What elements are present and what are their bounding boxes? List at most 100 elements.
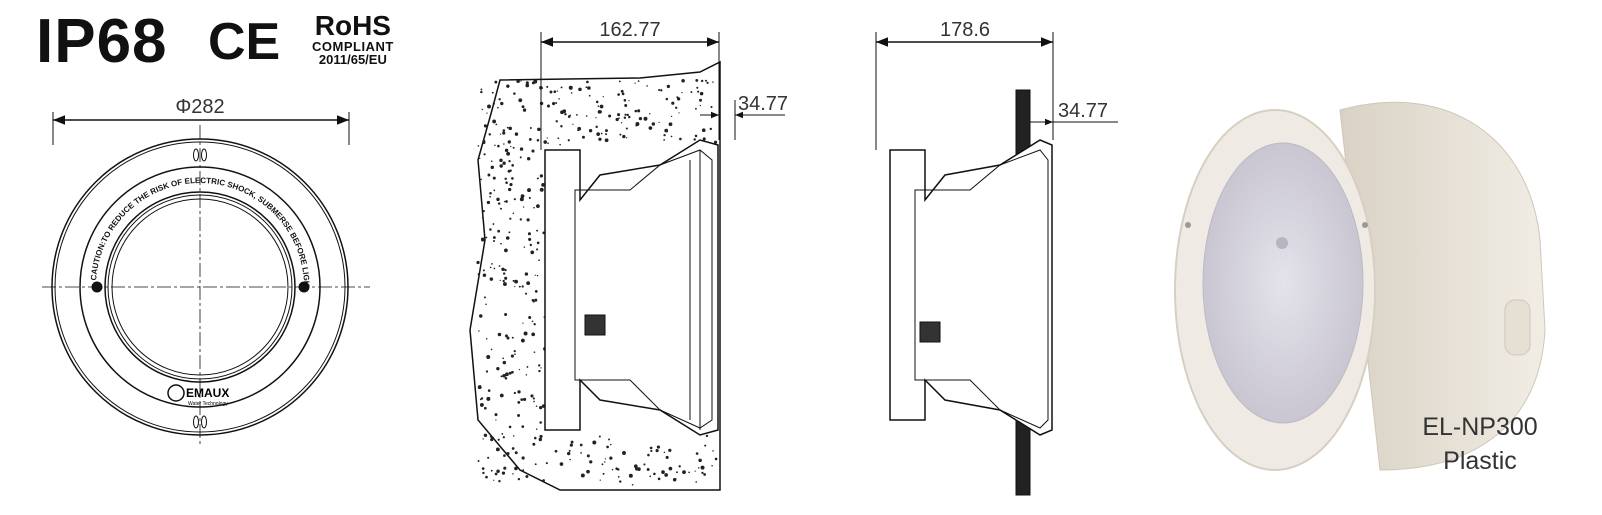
- concrete-speckle: [506, 452, 510, 456]
- concrete-speckle: [513, 391, 516, 395]
- cable-gland: [584, 314, 606, 336]
- screw-right-icon: [298, 281, 310, 293]
- concrete-speckle: [602, 472, 605, 475]
- protrusion-label: 34.77: [1058, 100, 1108, 122]
- concrete-speckle: [512, 473, 514, 475]
- concrete-speckle: [482, 471, 485, 475]
- concrete-speckle: [485, 475, 488, 479]
- light-body: [574, 149, 713, 429]
- concrete-speckle: [505, 236, 510, 240]
- concrete-speckle: [555, 120, 558, 123]
- concrete-speckle: [678, 465, 681, 468]
- concrete-speckle: [476, 260, 480, 265]
- concrete-speckle: [496, 469, 500, 473]
- concrete-speckle: [516, 79, 520, 83]
- concrete-speckle: [490, 160, 493, 163]
- concrete-speckle: [517, 390, 521, 394]
- concrete-speckle: [502, 436, 505, 439]
- concrete-speckle: [522, 206, 525, 208]
- concrete-speckle: [492, 102, 495, 105]
- concrete-speckle: [518, 285, 521, 288]
- concrete-speckle: [529, 127, 532, 130]
- concrete-speckle: [658, 88, 661, 92]
- concrete-speckle: [668, 466, 673, 471]
- concrete-speckle: [568, 449, 571, 452]
- concrete-speckle: [508, 231, 511, 234]
- concrete-speckle: [510, 146, 512, 148]
- concrete-speckle: [714, 140, 718, 144]
- concrete-speckle: [655, 449, 659, 453]
- concrete-speckle: [646, 85, 648, 87]
- screw-icon: [1185, 222, 1191, 228]
- concrete-speckle: [711, 464, 713, 467]
- concrete-speckle: [604, 138, 609, 143]
- concrete-speckle: [676, 97, 681, 101]
- concrete-speckle: [493, 267, 496, 270]
- concrete-speckle: [499, 393, 504, 398]
- concrete-speckle: [502, 282, 507, 286]
- concrete-speckle: [507, 140, 511, 144]
- concrete-speckle: [504, 177, 507, 181]
- concrete-speckle: [617, 93, 620, 96]
- concrete-speckle: [599, 479, 601, 481]
- concrete-speckle: [497, 106, 499, 109]
- concrete-speckle: [578, 87, 582, 92]
- concrete-speckle: [547, 142, 549, 144]
- concrete-speckle: [524, 292, 528, 295]
- brand-tagline: Water Technology: [188, 401, 228, 407]
- concrete-speckle: [487, 173, 491, 177]
- concrete-speckle: [509, 183, 513, 187]
- concrete-speckle: [605, 133, 608, 136]
- concrete-speckle: [688, 471, 690, 474]
- concrete-speckle: [531, 298, 535, 302]
- concrete-speckle: [626, 113, 629, 117]
- concrete-speckle: [511, 370, 514, 374]
- concrete-speckle: [537, 127, 541, 131]
- brand-logo: EMAUX: [186, 386, 229, 400]
- concrete-speckle: [489, 277, 494, 281]
- concrete-speckle: [485, 338, 488, 340]
- concrete-speckle: [519, 218, 522, 221]
- concrete-speckle: [693, 138, 696, 141]
- concrete-speckle: [514, 451, 518, 455]
- concrete-speckle: [506, 151, 511, 156]
- concrete-speckle: [539, 101, 544, 106]
- concrete-speckle: [628, 99, 630, 102]
- concrete-speckle: [479, 398, 482, 401]
- concrete-speckle: [617, 476, 620, 478]
- concrete-speckle: [499, 133, 502, 135]
- vent-slot: [193, 148, 199, 162]
- concrete-speckle: [504, 148, 509, 153]
- concrete-speckle: [529, 243, 532, 247]
- concrete-speckle: [518, 368, 521, 371]
- concrete-speckle: [487, 389, 491, 392]
- concrete-speckle: [489, 228, 492, 231]
- concrete-speckle: [559, 462, 564, 466]
- concrete-speckle: [477, 385, 482, 390]
- concrete-speckle: [527, 232, 531, 236]
- concrete-speckle: [520, 338, 525, 343]
- concrete-speckle: [649, 475, 652, 478]
- concrete-speckle: [694, 107, 697, 110]
- concrete-speckle: [522, 469, 525, 472]
- concrete-speckle: [496, 367, 500, 371]
- concrete-speckle: [479, 157, 481, 160]
- concrete-speckle: [506, 336, 510, 340]
- concrete-speckle: [495, 123, 498, 126]
- concrete-speckle: [541, 183, 545, 187]
- concrete-speckle: [618, 80, 621, 83]
- concrete-speckle: [483, 296, 486, 299]
- concrete-speckle: [518, 98, 523, 103]
- concrete-speckle: [498, 265, 501, 267]
- concrete-speckle: [525, 81, 529, 85]
- concrete-speckle: [493, 189, 496, 192]
- concrete-speckle: [560, 86, 563, 89]
- concrete-speckle: [585, 115, 588, 117]
- concrete-speckle: [621, 92, 625, 96]
- concrete-speckle: [502, 129, 506, 132]
- concrete-speckle: [507, 187, 512, 192]
- concrete-speckle: [618, 117, 620, 119]
- concrete-speckle: [486, 396, 491, 401]
- concrete-speckle: [486, 200, 491, 205]
- concrete-speckle: [506, 126, 509, 129]
